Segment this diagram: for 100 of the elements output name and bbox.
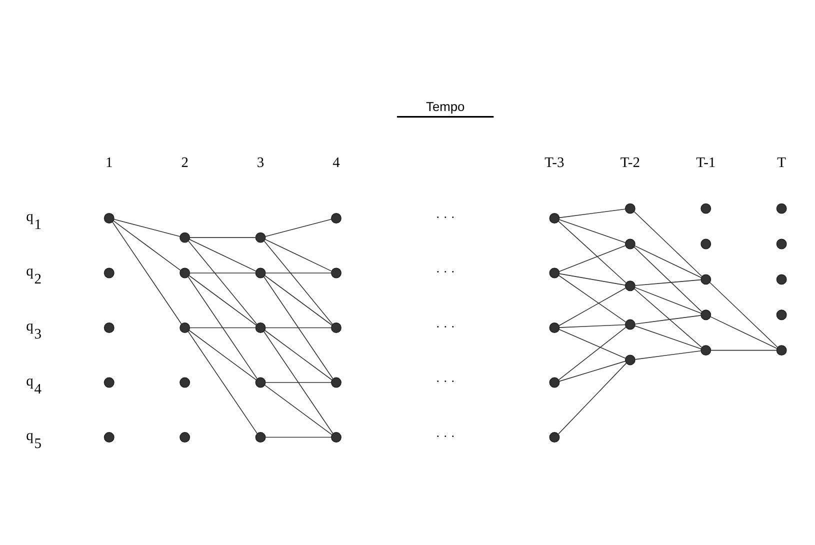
node-circle: [180, 432, 190, 442]
node-circle: [700, 202, 712, 214]
connector: [710, 349, 777, 350]
connector: [188, 276, 258, 379]
label: Tempo: [426, 98, 465, 114]
connector: [264, 384, 332, 435]
node-circle: [549, 432, 560, 442]
connector: [188, 329, 257, 380]
node-circle: [549, 376, 560, 388]
label: · · ·: [436, 374, 456, 388]
connector: [558, 362, 627, 434]
label: 1: [106, 154, 113, 171]
node-circle: [700, 274, 712, 284]
node-circle: [700, 309, 712, 320]
label: 4: [332, 154, 340, 171]
connector: [189, 272, 256, 273]
label: · · ·: [436, 319, 456, 334]
label: T-1: [696, 154, 716, 171]
connector: [112, 220, 182, 324]
connector: [559, 208, 626, 218]
connector: [558, 220, 626, 283]
connector: [634, 288, 702, 348]
connector: [263, 330, 334, 434]
node-circle: [776, 344, 787, 356]
connector: [188, 274, 257, 326]
connector: [264, 218, 332, 236]
node-circle: [624, 238, 636, 249]
connector: [558, 272, 626, 286]
connector: [558, 287, 626, 326]
connector: [634, 314, 702, 324]
connector: [559, 324, 626, 328]
connector: [634, 286, 702, 314]
node-circle: [331, 212, 342, 223]
node-circle: [180, 376, 190, 388]
connector: [264, 274, 332, 326]
connector: [558, 274, 626, 322]
node-circle: [331, 267, 342, 278]
connector: [558, 328, 626, 358]
connector: [558, 244, 626, 272]
label: T-3: [544, 154, 564, 171]
label: T-2: [620, 154, 640, 171]
connector: [265, 436, 332, 438]
label: · · ·: [436, 264, 456, 279]
connector: [634, 278, 702, 286]
connector: [265, 272, 332, 273]
label: T: [777, 154, 786, 171]
connector: [188, 330, 258, 434]
node-circle: [776, 309, 787, 320]
connector: [189, 236, 256, 238]
connector: [189, 238, 256, 271]
connector: [114, 218, 180, 236]
node-circle: [255, 376, 266, 388]
node-circle: [255, 432, 266, 442]
connector: [264, 329, 332, 380]
connector: [558, 218, 626, 243]
connector: [189, 326, 256, 328]
connector: [558, 326, 626, 380]
connector: [112, 220, 182, 270]
node-circle: [180, 322, 190, 332]
label: · · ·: [436, 428, 456, 443]
label: 3: [256, 154, 264, 171]
connector: [264, 240, 333, 324]
connector: [263, 276, 334, 379]
node-circle: [180, 267, 190, 278]
node-circle: [776, 238, 787, 249]
node-circle: [624, 354, 636, 365]
node-circle: [104, 322, 114, 332]
node-circle: [180, 232, 190, 242]
node-circle: [255, 232, 266, 242]
connector: [634, 210, 702, 276]
connector: [265, 326, 332, 328]
node-circle: [624, 280, 636, 291]
node-circle: [331, 376, 342, 388]
node-circle: [549, 322, 560, 332]
node-circle: [104, 432, 114, 442]
node-circle: [549, 267, 560, 278]
node-circle: [776, 202, 787, 214]
node-circle: [104, 376, 114, 388]
node-circle: [549, 212, 560, 223]
connector: [634, 244, 702, 278]
node-circle: [255, 322, 266, 332]
connector: [710, 316, 778, 348]
connector: [634, 350, 702, 360]
connector: [634, 325, 702, 349]
connector: [264, 238, 332, 271]
label: 2: [181, 154, 188, 171]
node-circle: [104, 267, 114, 278]
node-circle: [104, 212, 114, 223]
connector: [709, 282, 778, 348]
node-circle: [700, 238, 712, 249]
label: · · ·: [436, 210, 456, 224]
node-circle: [624, 202, 636, 214]
connector: [188, 240, 258, 324]
node-circle: [776, 274, 787, 284]
node-circle: [255, 267, 266, 278]
node-circle: [331, 322, 342, 332]
node-circle: [624, 318, 636, 330]
connector: [558, 360, 626, 382]
connector: [634, 246, 702, 312]
node-circle: [331, 432, 342, 442]
